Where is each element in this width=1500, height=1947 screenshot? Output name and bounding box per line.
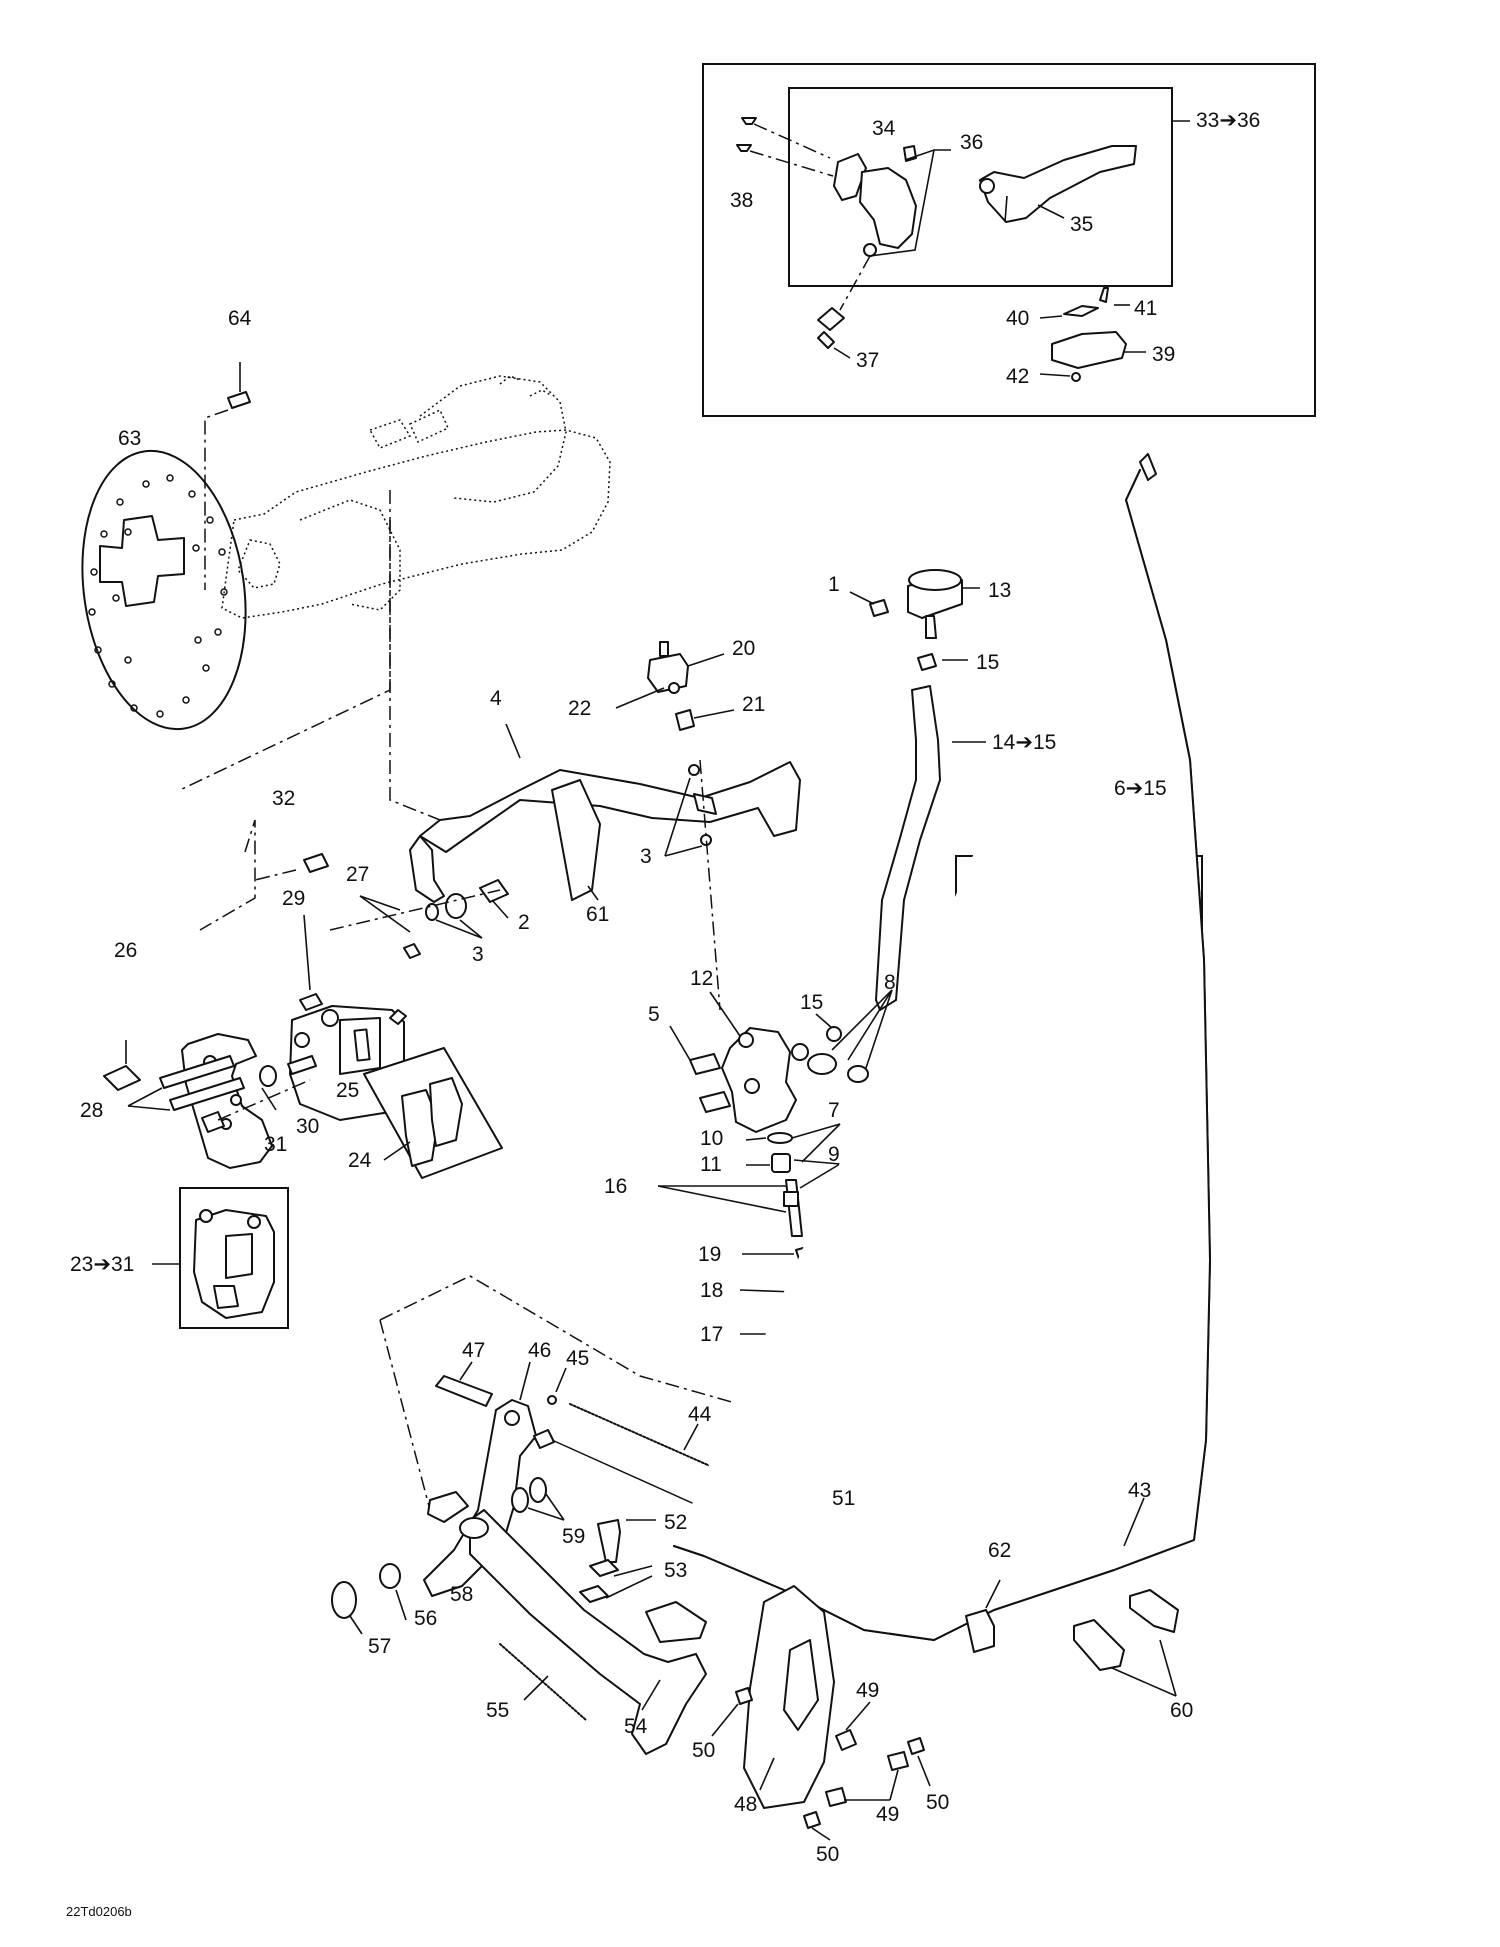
callout-51: 51 xyxy=(832,1487,856,1510)
callout-38: 38 xyxy=(730,189,754,212)
callout-50b: 50 xyxy=(926,1791,950,1814)
callout-50c: 50 xyxy=(816,1843,840,1866)
callout-28: 28 xyxy=(80,1099,104,1122)
callout-41: 41 xyxy=(1134,297,1158,320)
callout-15b: 15 xyxy=(800,991,824,1014)
callout-4: 4 xyxy=(490,687,502,710)
callout-25: 25 xyxy=(336,1079,360,1102)
callout-57: 57 xyxy=(368,1635,392,1658)
callout-35: 35 xyxy=(1070,213,1094,236)
callout-49b: 49 xyxy=(876,1803,900,1826)
brake-pedal-assembly xyxy=(331,453,1211,1841)
callout-53: 53 xyxy=(664,1559,688,1582)
callout-9: 9 xyxy=(828,1143,840,1166)
callout-6-15: 6➔15 xyxy=(1114,777,1167,800)
callout-30: 30 xyxy=(296,1115,320,1138)
callout-29: 29 xyxy=(282,887,306,910)
callout-27: 27 xyxy=(346,863,370,886)
drawing-code: 22Td0206b xyxy=(66,1904,132,1919)
callout-19: 19 xyxy=(698,1243,722,1266)
callout-2: 2 xyxy=(518,911,530,934)
callout-17: 17 xyxy=(700,1323,724,1346)
callout-46: 46 xyxy=(528,1339,552,1362)
callout-37: 37 xyxy=(856,349,880,372)
callout-60: 60 xyxy=(1170,1699,1194,1722)
disc-holes xyxy=(88,474,228,718)
caliper-assembly-inset xyxy=(152,1187,289,1329)
callout-40: 40 xyxy=(1006,307,1030,330)
callout-44: 44 xyxy=(688,1403,712,1426)
callout-13: 13 xyxy=(988,579,1012,602)
callout-21: 21 xyxy=(742,693,766,716)
callout-15a: 15 xyxy=(976,651,1000,674)
callout-39: 39 xyxy=(1152,343,1176,366)
reservoir-and-master-cylinder xyxy=(379,569,986,1511)
callout-33-36: 33➔36 xyxy=(1196,109,1261,132)
callout-26: 26 xyxy=(114,939,138,962)
callout-52: 52 xyxy=(664,1511,688,1534)
callout-43: 43 xyxy=(1128,1479,1152,1502)
callout-36: 36 xyxy=(960,131,984,154)
callout-49a: 49 xyxy=(856,1679,880,1702)
callout-7: 7 xyxy=(828,1099,840,1122)
callout-45: 45 xyxy=(566,1347,590,1370)
callout-56: 56 xyxy=(414,1607,438,1630)
callout-63: 63 xyxy=(118,427,142,450)
callout-32: 32 xyxy=(272,787,296,810)
callout-58: 58 xyxy=(450,1583,474,1606)
callout-10: 10 xyxy=(700,1127,724,1150)
callout-3b: 3 xyxy=(472,943,484,966)
callout-24: 24 xyxy=(348,1149,372,1172)
callout-42: 42 xyxy=(1006,365,1030,388)
callout-50a: 50 xyxy=(692,1739,716,1762)
callout-12: 12 xyxy=(690,967,714,990)
callout-59: 59 xyxy=(562,1525,586,1548)
callout-61: 61 xyxy=(586,903,610,926)
lever-assembly-inset xyxy=(702,63,1316,417)
callout-16: 16 xyxy=(604,1175,628,1198)
callout-22: 22 xyxy=(568,697,592,720)
callout-23-31: 23➔31 xyxy=(70,1253,135,1276)
callout-34: 34 xyxy=(872,117,896,140)
callout-64: 64 xyxy=(228,307,252,330)
callout-1: 1 xyxy=(828,573,840,596)
callout-47: 47 xyxy=(462,1339,486,1362)
brake-disc-and-axle xyxy=(81,362,611,821)
callout-18: 18 xyxy=(700,1279,724,1302)
callout-62: 62 xyxy=(988,1539,1012,1562)
callout-3a: 3 xyxy=(640,845,652,868)
callout-55: 55 xyxy=(486,1699,510,1722)
callout-54: 54 xyxy=(624,1715,648,1738)
callout-11: 11 xyxy=(700,1153,722,1176)
callout-20: 20 xyxy=(732,637,756,660)
caliper-assembly xyxy=(103,641,801,1179)
callout-5: 5 xyxy=(648,1003,660,1026)
callout-31: 31 xyxy=(264,1133,288,1156)
callout-48: 48 xyxy=(734,1793,758,1816)
callout-14-15: 14➔15 xyxy=(992,731,1057,754)
callout-8: 8 xyxy=(884,971,896,994)
